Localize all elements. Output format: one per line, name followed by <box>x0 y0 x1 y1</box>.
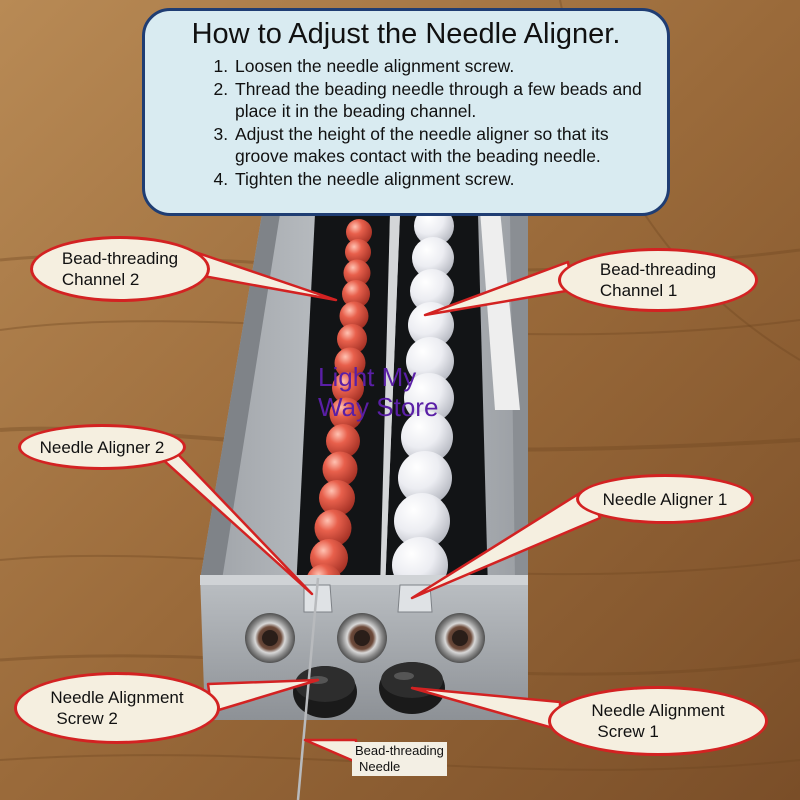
bearing-center <box>337 613 387 663</box>
watermark-line-1: Light My <box>318 362 417 392</box>
label-beading-needle-line-2: Needle <box>359 759 401 774</box>
callout-channel-2: Bead-threading Channel 2 <box>30 236 210 302</box>
callout-channel-1: Bead-threading Channel 1 <box>558 248 758 312</box>
instruction-step-1: Loosen the needle alignment screw. <box>233 55 649 78</box>
tray-left-wall <box>200 214 280 580</box>
watermark-line-2: Way Store <box>318 392 439 422</box>
instructions-panel: How to Adjust the Needle Aligner. Loosen… <box>142 8 670 216</box>
beading-needle <box>296 577 320 800</box>
callout-channel-1-line-1: Bead-threading <box>599 260 717 279</box>
instructions-title: How to Adjust the Needle Aligner. <box>191 18 621 50</box>
tray-right-wall <box>510 214 528 580</box>
callout-needle-aligner-2: Needle Aligner 2 <box>18 424 186 470</box>
red-beads <box>306 219 372 600</box>
callout-channel-2-line-1: Bead-threading <box>61 249 179 268</box>
thumb-screw-2 <box>293 666 357 718</box>
callout-screw-1-line-1: Needle Alignment <box>591 701 725 720</box>
callout-screw-1: Needle Alignment Screw 1 <box>548 686 768 756</box>
instruction-step-3: Adjust the height of the needle aligner … <box>233 123 649 168</box>
instruction-step-4: Tighten the needle alignment screw. <box>233 168 649 191</box>
callout-needle-aligner-1-text: Needle Aligner 1 <box>602 489 728 509</box>
store-watermark: Light My Way Store <box>318 362 508 422</box>
label-sticker <box>480 210 520 410</box>
callout-screw-2-line-2: Screw 2 <box>56 709 118 728</box>
callout-needle-aligner-1: Needle Aligner 1 <box>576 474 754 524</box>
callout-screw-2-line-1: Needle Alignment <box>50 688 184 707</box>
channel-divider <box>380 214 400 590</box>
bearing-left <box>245 613 295 663</box>
instructions-list: Loosen the needle alignment screw. Threa… <box>163 55 649 190</box>
callout-channel-2-line-2: Channel 2 <box>61 270 140 289</box>
callout-screw-2: Needle Alignment Screw 2 <box>14 672 220 744</box>
callout-screw-1-line-2: Screw 1 <box>597 722 659 741</box>
front-lip <box>200 575 528 585</box>
label-beading-needle: Bead-threading Needle <box>352 742 447 776</box>
instruction-step-2: Thread the beading needle through a few … <box>233 78 649 123</box>
callout-channel-1-line-2: Channel 1 <box>599 281 678 300</box>
callout-needle-aligner-2-text: Needle Aligner 2 <box>39 437 165 457</box>
bearing-right <box>435 613 485 663</box>
label-beading-needle-line-1: Bead-threading <box>355 743 444 758</box>
